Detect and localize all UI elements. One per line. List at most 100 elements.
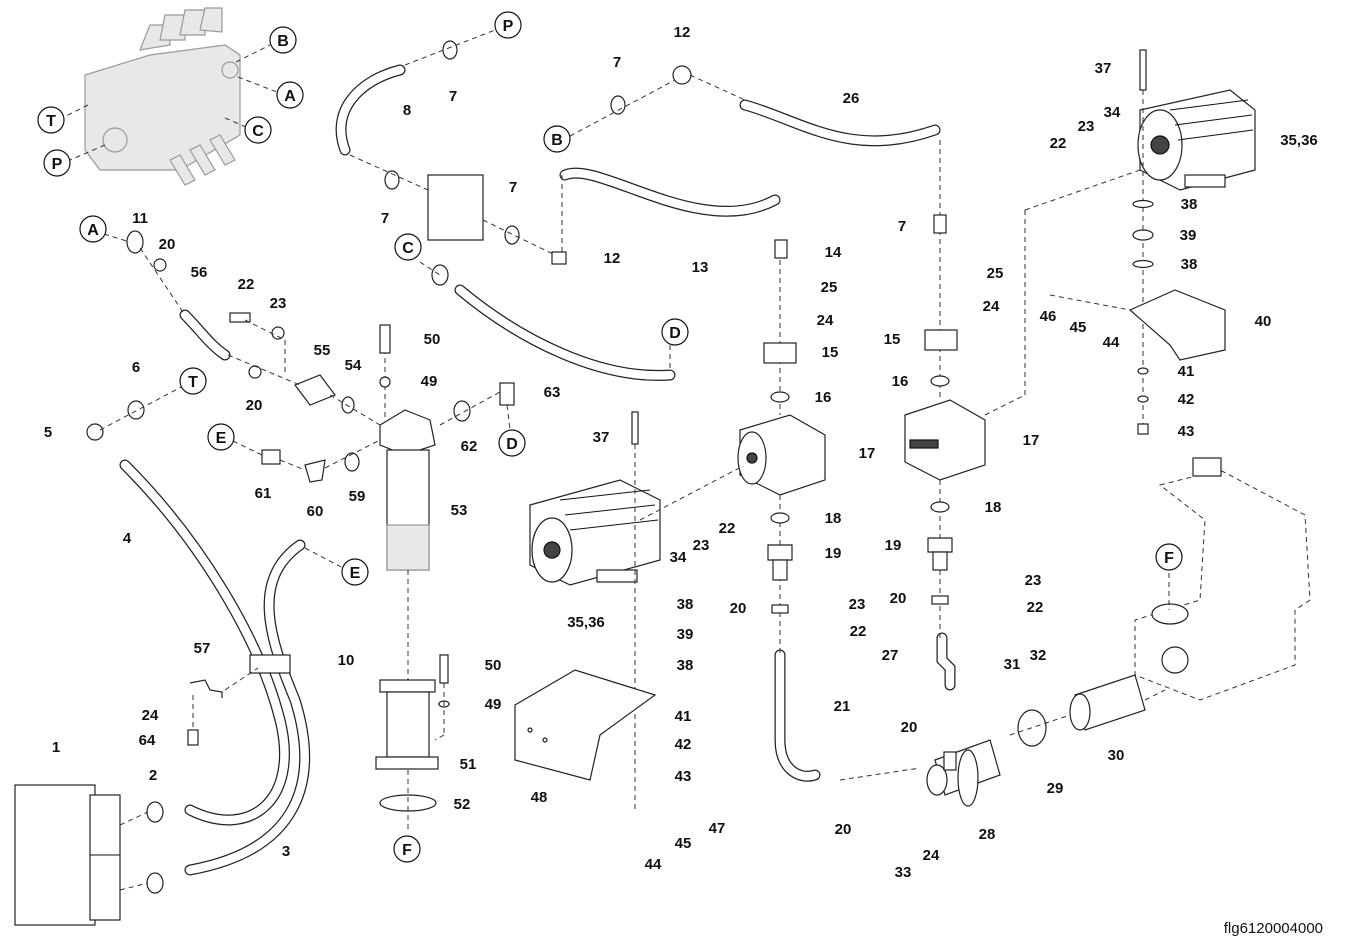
port-marker-p: P [494, 11, 522, 39]
callout-22: 22 [850, 623, 867, 640]
callout-17: 17 [1023, 432, 1040, 449]
port-circle [37, 106, 65, 134]
port-letter: D [669, 325, 681, 342]
port-letter: T [46, 113, 56, 130]
port-circle [269, 26, 297, 54]
control-valve-block [63, 7, 278, 186]
port-circle [543, 125, 571, 153]
port-circle [207, 423, 235, 451]
callout-19: 19 [885, 537, 902, 554]
callout-55: 55 [314, 342, 331, 359]
callout-6: 6 [132, 359, 140, 376]
port-circle [1155, 543, 1183, 571]
port-marker-a: A [276, 81, 304, 109]
callout-7: 7 [449, 88, 457, 105]
port-circle [494, 11, 522, 39]
callout-43: 43 [675, 768, 692, 785]
return-filter [375, 324, 439, 832]
callout-numbers: 7877127122613142524151617725241516173735… [44, 24, 1318, 881]
port-letter: T [188, 374, 198, 391]
callout-63: 63 [544, 384, 561, 401]
callout-44: 44 [645, 856, 662, 873]
callout-23: 23 [1078, 118, 1095, 135]
callout-23: 23 [1025, 572, 1042, 589]
callout-23: 23 [270, 295, 287, 312]
port-letter: P [503, 18, 514, 35]
port-letter: C [252, 123, 264, 140]
callout-32: 32 [1030, 647, 1047, 664]
callout-4: 4 [123, 530, 132, 547]
motor-bracket-48 [514, 669, 657, 781]
port-letter: B [551, 132, 563, 149]
callout-61: 61 [255, 485, 272, 502]
callout-37: 37 [593, 429, 610, 446]
callout-13: 13 [692, 259, 709, 276]
callout-50: 50 [485, 657, 502, 674]
port-letter: F [1164, 550, 1174, 567]
callout-16: 16 [892, 373, 909, 390]
port-marker-t: T [179, 367, 207, 395]
callout-46: 46 [1040, 308, 1057, 325]
port-circle [661, 318, 689, 346]
port-circle [394, 233, 422, 261]
callout-37: 37 [1095, 60, 1112, 77]
callout-17: 17 [859, 445, 876, 462]
callout-39: 39 [677, 626, 694, 643]
callout-38: 38 [1181, 196, 1198, 213]
port-marker-t: T [37, 106, 65, 134]
callout-5: 5 [44, 424, 52, 441]
callout-34: 34 [1104, 104, 1121, 121]
callout-43: 43 [1178, 423, 1195, 440]
port-marker-c: C [394, 233, 422, 261]
electric-motor-right [1132, 49, 1256, 435]
port-marker-d: D [661, 318, 689, 346]
port-letter: B [277, 33, 289, 50]
fittings [86, 40, 692, 741]
callout-35-36: 35,36 [567, 614, 605, 631]
callout-23: 23 [849, 596, 866, 613]
callout-29: 29 [1047, 780, 1064, 797]
callout-33: 33 [895, 864, 912, 881]
callout-24: 24 [923, 847, 940, 864]
callout-7: 7 [898, 218, 906, 235]
port-letter: A [284, 88, 296, 105]
port-letter: D [506, 436, 518, 453]
callout-49: 49 [421, 373, 438, 390]
callout-34: 34 [670, 549, 687, 566]
callout-20: 20 [159, 236, 176, 253]
port-letter: A [87, 222, 99, 239]
hose-56 [179, 309, 231, 361]
callout-42: 42 [1178, 391, 1195, 408]
callout-40: 40 [1255, 313, 1272, 330]
callout-48: 48 [531, 789, 548, 806]
port-marker-f: F [1155, 543, 1183, 571]
callout-56: 56 [191, 264, 208, 281]
callout-8: 8 [403, 102, 411, 119]
callout-51: 51 [460, 756, 477, 773]
oil-cooler [14, 784, 164, 926]
callout-2: 2 [149, 767, 157, 784]
port-letter: E [216, 430, 227, 447]
callout-3: 3 [282, 843, 290, 860]
callout-47: 47 [709, 820, 726, 837]
callout-25: 25 [821, 279, 838, 296]
port-marker-d: D [498, 429, 526, 457]
port-circle [43, 149, 71, 177]
hose-4 [119, 459, 290, 826]
port-marker-f: F [393, 835, 421, 863]
motor-bracket-40 [1049, 289, 1226, 361]
port-marker-e: E [341, 558, 369, 586]
callout-44: 44 [1103, 334, 1120, 351]
callout-30: 30 [1108, 747, 1125, 764]
callout-23: 23 [693, 537, 710, 554]
callout-18: 18 [985, 499, 1002, 516]
callout-24: 24 [142, 707, 159, 724]
callout-35-36: 35,36 [1280, 132, 1318, 149]
suction-strainer [839, 674, 1166, 807]
callout-20: 20 [890, 590, 907, 607]
port-marker-b: B [543, 125, 571, 153]
hydraulic-pump-left [737, 239, 826, 655]
callout-38: 38 [1181, 256, 1198, 273]
callout-60: 60 [307, 503, 324, 520]
